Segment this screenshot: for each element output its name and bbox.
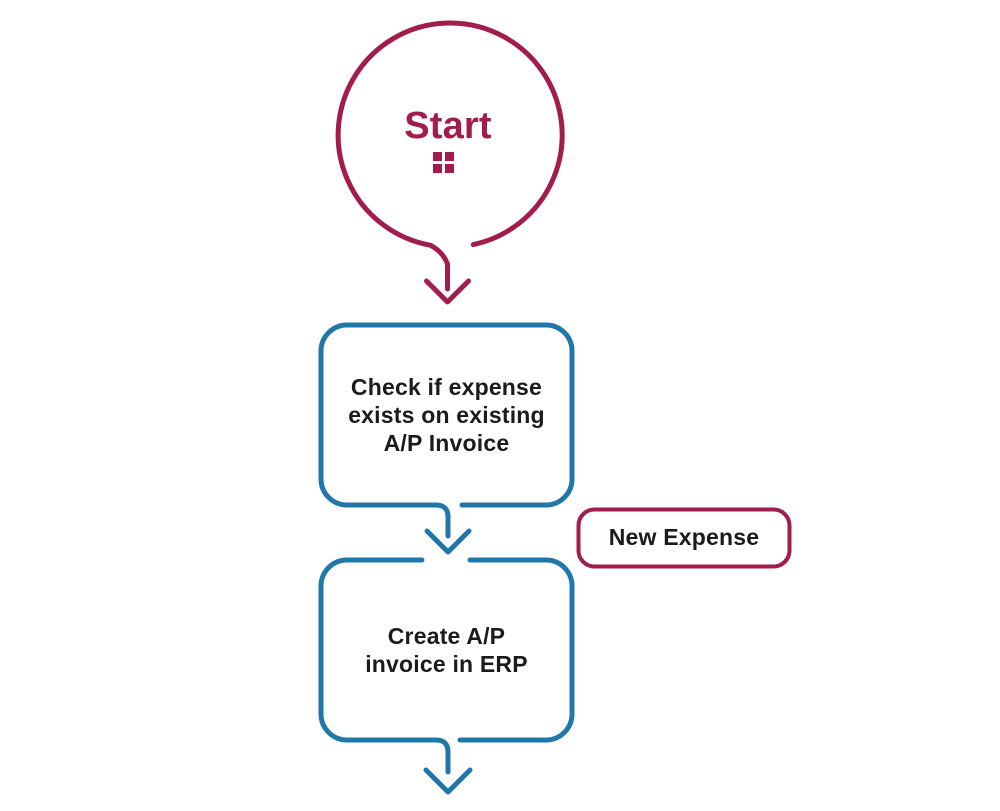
start-arrowhead-icon bbox=[424, 278, 471, 305]
create-invoice-box-outline-left bbox=[318, 557, 451, 775]
check-expense-line-3: A/P Invoice bbox=[383, 430, 510, 456]
grid-icon bbox=[433, 152, 454, 173]
check-expense-line-2: exists on existing bbox=[348, 402, 545, 428]
check-expense-node-label: Check if expense exists on existing A/P … bbox=[321, 325, 572, 505]
new-expense-label: New Expense bbox=[608, 524, 760, 550]
create-invoice-line-2: invoice in ERP bbox=[365, 651, 528, 677]
check-expense-box-outline bbox=[318, 322, 575, 539]
create-arrowhead-icon bbox=[423, 767, 473, 795]
start-circle-outline bbox=[335, 20, 565, 292]
new-expense-outline bbox=[576, 507, 792, 569]
create-invoice-line-1: Create A/P bbox=[387, 623, 506, 649]
start-node-label: Start bbox=[404, 104, 492, 147]
check-arrowhead-icon bbox=[424, 528, 472, 555]
create-invoice-box-outline-right bbox=[457, 557, 575, 743]
check-expense-line-1: Check if expense bbox=[350, 374, 543, 400]
create-invoice-node-label: Create A/P invoice in ERP bbox=[321, 560, 572, 740]
